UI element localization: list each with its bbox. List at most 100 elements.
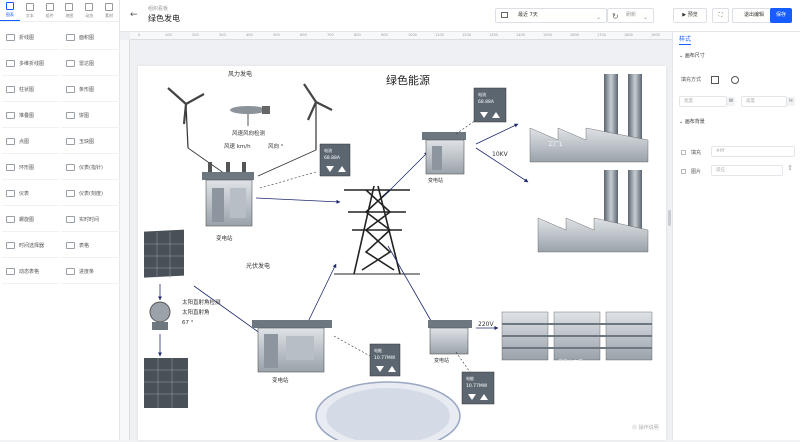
ruler-tick: 100 bbox=[165, 33, 172, 37]
component-label: 螺旋图 bbox=[19, 217, 35, 223]
ruler-tick: 1900 bbox=[651, 33, 660, 37]
tab-map[interactable]: 地图 bbox=[59, 0, 79, 21]
component-item[interactable]: 柱状图 bbox=[2, 78, 60, 102]
image-mode-select[interactable]: 适应 bbox=[711, 165, 783, 176]
image-checkbox[interactable] bbox=[681, 169, 686, 174]
component-item[interactable]: 实时时间 bbox=[62, 208, 120, 232]
ruler-tick: 1600 bbox=[570, 33, 579, 37]
solar-panel bbox=[144, 358, 188, 408]
text-icon bbox=[25, 2, 34, 11]
ruler-tick: 1500 bbox=[543, 33, 552, 37]
meter-value: 10.77MW bbox=[374, 355, 396, 361]
substation-label: 变电站 bbox=[272, 376, 289, 384]
component-item[interactable]: 螺旋图 bbox=[2, 208, 60, 232]
tab-component[interactable]: 组件 bbox=[40, 0, 60, 21]
ruler-tick: 700 bbox=[327, 33, 334, 37]
component-item[interactable]: 点图 bbox=[2, 130, 60, 154]
component-item[interactable]: 仪表(刻度) bbox=[62, 182, 120, 206]
component-icon bbox=[6, 34, 15, 41]
date-range-select[interactable]: 最近 7天 ⌄ bbox=[495, 8, 607, 23]
save-button[interactable]: 保存 bbox=[770, 8, 792, 23]
solar-sensor bbox=[149, 301, 171, 330]
component-item[interactable]: 时间选择器 bbox=[2, 234, 60, 258]
component-icon bbox=[66, 138, 75, 145]
canvas-resize-handle[interactable] bbox=[668, 210, 671, 226]
component-item[interactable]: 多维折线图 bbox=[2, 52, 60, 76]
component-item[interactable]: 折线图 bbox=[2, 26, 60, 50]
substation bbox=[422, 132, 466, 175]
wind-turbine bbox=[303, 83, 333, 150]
component-icon bbox=[66, 268, 75, 275]
breadcrumb[interactable]: 组织看板 bbox=[148, 6, 169, 12]
component-label: 进度条 bbox=[79, 269, 95, 275]
vertical-ruler bbox=[120, 40, 130, 440]
refresh-select[interactable]: ↻ 刷新 ⌄ bbox=[607, 8, 654, 23]
component-item[interactable]: 堆叠图 bbox=[2, 104, 60, 128]
tab-dynamic[interactable]: 动态 bbox=[79, 0, 99, 21]
substation-label: 变电站 bbox=[434, 357, 449, 364]
meter-label: 电能 bbox=[466, 375, 474, 381]
fit-size-icon[interactable] bbox=[711, 76, 719, 84]
ruler-tick: 1800 bbox=[624, 33, 633, 37]
fullscreen-icon: ⛶ bbox=[718, 12, 723, 18]
component-icon bbox=[66, 242, 75, 249]
fill-checkbox[interactable] bbox=[681, 150, 686, 155]
ruler-tick: 200 bbox=[192, 33, 199, 37]
component-icon bbox=[6, 268, 15, 275]
chart-icon bbox=[5, 2, 14, 10]
wind-sensor bbox=[230, 106, 270, 126]
shortcuts-help[interactable]: ⓪ 操作说明 bbox=[632, 425, 659, 431]
component-item[interactable]: 动态表格 bbox=[2, 260, 60, 284]
top-bar: ← 组织看板 绿色发电 最近 7天 ⌄ ↻ 刷新 ⌄ ▶ 预览 ⛶ 退出编辑 保… bbox=[120, 0, 800, 32]
component-label: 饼图 bbox=[79, 113, 90, 119]
canvas[interactable]: 绿色能源 风力发电 风速风向检测 风速 km/h 风向 ° bbox=[138, 66, 666, 442]
component-item[interactable]: 雷达图 bbox=[62, 52, 120, 76]
fill-mode-label: 填充方式 bbox=[681, 77, 702, 83]
component-item[interactable]: 进度条 bbox=[62, 260, 120, 284]
canvas-background-section[interactable]: ⌄ 画布背景 bbox=[679, 119, 705, 125]
component-label: 折线图 bbox=[19, 35, 35, 41]
tab-text[interactable]: 文本 bbox=[20, 0, 40, 21]
residential-buildings bbox=[501, 311, 653, 361]
component-label: 雷达图 bbox=[79, 61, 95, 67]
diagram-title: 绿色能源 bbox=[386, 73, 430, 87]
canvas-size-section[interactable]: ⌄ 画布尺寸 bbox=[679, 53, 705, 59]
fill-color-input[interactable]: #fff bbox=[711, 146, 795, 157]
meter-value: 10.77MW bbox=[466, 383, 488, 389]
chevron-down-icon: ⌄ bbox=[679, 53, 685, 59]
component-item[interactable]: 仪表 bbox=[2, 182, 60, 206]
component-label: 实时时间 bbox=[79, 217, 100, 223]
tab-chart[interactable]: 图表 bbox=[0, 0, 20, 21]
width-input[interactable]: 宽度 bbox=[679, 96, 727, 107]
component-item[interactable]: 面积图 bbox=[62, 26, 120, 50]
adaptive-icon[interactable] bbox=[731, 76, 739, 84]
current-meter: 电流 68.88A bbox=[319, 143, 351, 177]
current-meter: 电流 68.88A bbox=[473, 87, 507, 123]
solar-check-label: 太阳直射角检测 bbox=[182, 298, 221, 306]
component-label: 柱状图 bbox=[19, 87, 35, 93]
component-item[interactable]: 仪表(指针) bbox=[62, 156, 120, 180]
preview-button[interactable]: ▶ 预览 bbox=[673, 8, 707, 23]
component-label: 动态表格 bbox=[19, 269, 40, 275]
component-label: 堆叠图 bbox=[19, 113, 35, 119]
tab-style[interactable]: 样式 bbox=[679, 36, 692, 45]
upload-icon[interactable]: ⇧ bbox=[787, 164, 793, 172]
component-icon bbox=[6, 112, 15, 119]
fullscreen-button[interactable]: ⛶ bbox=[712, 8, 729, 23]
component-icon bbox=[6, 60, 15, 67]
component-item[interactable]: 环形图 bbox=[2, 156, 60, 180]
meter-value: 68.88A bbox=[478, 99, 495, 105]
ruler-tick: 1200 bbox=[462, 33, 471, 37]
component-item[interactable]: 条形图 bbox=[62, 78, 120, 102]
component-item[interactable]: 玉玦图 bbox=[62, 130, 120, 154]
height-input[interactable]: 高度 bbox=[741, 96, 787, 107]
page-title: 绿色发电 bbox=[148, 14, 180, 23]
back-arrow-icon[interactable]: ← bbox=[130, 10, 138, 20]
component-icon bbox=[6, 86, 15, 93]
tab-assets[interactable]: 素材 bbox=[99, 0, 119, 21]
component-icon bbox=[66, 86, 75, 93]
factory-label: 工厂1 bbox=[548, 141, 563, 148]
component-item[interactable]: 饼图 bbox=[62, 104, 120, 128]
component-item[interactable]: 表格 bbox=[62, 234, 120, 258]
